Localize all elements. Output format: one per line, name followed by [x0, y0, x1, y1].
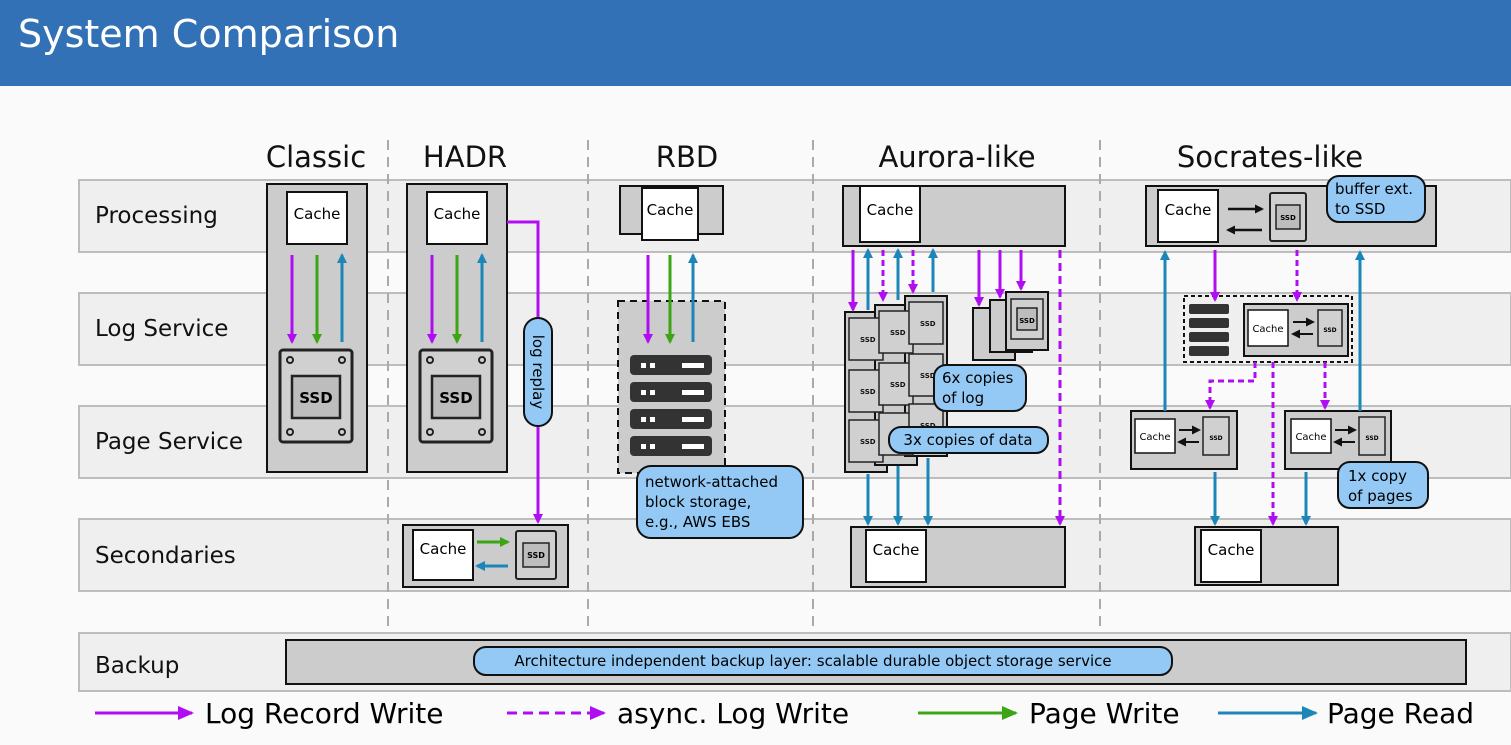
- socrates-log-cache-label: Cache: [1252, 324, 1283, 335]
- hadr-column: Cache SSD log replay Cache SSD: [402, 183, 569, 588]
- svg-text:SSD: SSD: [1019, 317, 1035, 325]
- aurora-log-callout-line-2: of log: [942, 389, 984, 407]
- svg-text:SSD: SSD: [920, 320, 936, 328]
- ssd-icon: SSD: [418, 348, 494, 444]
- legend-log-record-write-label: Log Record Write: [205, 697, 443, 730]
- column-heading-classic: Classic: [266, 140, 366, 174]
- svg-text:SSD: SSD: [890, 329, 906, 337]
- row-label-backup: Backup: [95, 653, 179, 679]
- svg-text:SSD: SSD: [890, 381, 906, 389]
- row-label-processing: Processing: [95, 203, 218, 229]
- socrates-pages-callout: [1337, 461, 1429, 509]
- socrates-secondary-cache: [1200, 529, 1262, 583]
- system-comparison-diagram: Classic HADR RBD Aurora-like Socrates-li…: [78, 140, 1511, 730]
- svg-text:SSD: SSD: [860, 388, 876, 396]
- server-rack-icon: [630, 355, 712, 456]
- svg-text:SSD: SSD: [527, 551, 545, 560]
- ssd-icon: SSD: [515, 530, 557, 580]
- socrates-buffer-callout-line-2: to SSD: [1335, 200, 1385, 218]
- socrates-page-server-2-cache-label: Cache: [1295, 432, 1326, 443]
- backup-callout: [473, 646, 1173, 676]
- aurora-primary-cache: [859, 185, 921, 243]
- aurora-log-callout: [933, 364, 1027, 412]
- rbd-cache: [641, 187, 699, 241]
- rbd-column: Cache network-attached block storage, e.…: [617, 185, 804, 539]
- rbd-storage-callout: [636, 465, 804, 539]
- socrates-buffer-callout-line-1: buffer ext.: [1335, 180, 1413, 198]
- svg-text:SSD: SSD: [1323, 327, 1336, 334]
- hadr-cache-label: Cache: [434, 205, 481, 223]
- classic-column: Cache SSD: [266, 183, 368, 473]
- socrates-log-cache: [1247, 309, 1289, 347]
- log-replay-callout: [523, 317, 553, 427]
- aurora-log-stacks: SSD: [972, 291, 1049, 361]
- row-label-log-service: Log Service: [95, 316, 228, 342]
- svg-text:SSD: SSD: [1209, 435, 1222, 442]
- legend-page-write-label: Page Write: [1029, 697, 1180, 730]
- legend-async-log-write-label: async. Log Write: [617, 697, 849, 730]
- socrates-column: Cache SSD buffer ext. to SSD Cache SSD C…: [1130, 175, 1437, 586]
- column-heading-hadr: HADR: [423, 140, 507, 174]
- ssd-label: SSD: [299, 389, 332, 407]
- socrates-pages-callout-line-1: 1x copy: [1348, 467, 1407, 485]
- svg-text:SSD: SSD: [1280, 214, 1296, 222]
- row-label-secondaries: Secondaries: [95, 543, 236, 569]
- socrates-buffer-callout: [1326, 175, 1426, 223]
- legend-page-read-label: Page Read: [1327, 697, 1474, 730]
- rbd-cache-label: Cache: [647, 201, 694, 219]
- socrates-primary-cache-label: Cache: [1165, 201, 1212, 219]
- classic-cache: [286, 191, 348, 245]
- svg-text:SSD: SSD: [860, 336, 876, 344]
- socrates-page-server-1-cache-label: Cache: [1139, 432, 1170, 443]
- aurora-secondary-cache: [865, 529, 927, 583]
- aurora-log-callout-line-1: 6x copies: [942, 369, 1014, 387]
- column-heading-socrates: Socrates-like: [1177, 140, 1363, 174]
- server-rack-icon: [1189, 304, 1229, 356]
- page-title: System Comparison: [18, 12, 400, 56]
- aurora-data-callout: [888, 426, 1049, 454]
- title-bar: System Comparison: [0, 0, 1511, 86]
- column-heading-aurora: Aurora-like: [878, 140, 1035, 174]
- socrates-secondary-cache-label: Cache: [1208, 541, 1255, 559]
- ssd-icon: SSD: [278, 348, 354, 444]
- column-separators: [387, 140, 1101, 630]
- aurora-secondary-cache-label: Cache: [873, 541, 920, 559]
- aurora-primary-cache-label: Cache: [867, 201, 914, 219]
- row-label-page-service: Page Service: [95, 429, 243, 455]
- ssd-icon: SSD: [1269, 192, 1307, 242]
- hadr-secondary-cache: [412, 529, 474, 581]
- socrates-pages-callout-line-2: of pages: [1348, 487, 1413, 505]
- svg-text:SSD: SSD: [1365, 435, 1378, 442]
- rbd-callout-line-3: e.g., AWS EBS: [645, 513, 750, 531]
- hadr-cache: [426, 191, 488, 245]
- classic-cache-label: Cache: [294, 205, 341, 223]
- svg-text:SSD: SSD: [920, 372, 936, 380]
- log-replay-label: log replay: [529, 335, 547, 410]
- column-heading-rbd: RBD: [656, 140, 718, 174]
- rbd-callout-line-2: block storage,: [645, 493, 751, 511]
- ssd-label: SSD: [439, 389, 472, 407]
- hadr-secondary-cache-label: Cache: [420, 540, 467, 558]
- svg-text:SSD: SSD: [860, 438, 876, 446]
- backup-callout-label: Architecture independent backup layer: s…: [514, 652, 1111, 670]
- legend: Log Record Write async. Log Write Page W…: [95, 697, 1474, 730]
- aurora-data-callout-label: 3x copies of data: [903, 431, 1032, 449]
- backup-layer: Architecture independent backup layer: s…: [285, 639, 1467, 685]
- socrates-primary-cache: [1157, 189, 1219, 243]
- rbd-callout-line-1: network-attached: [645, 473, 778, 491]
